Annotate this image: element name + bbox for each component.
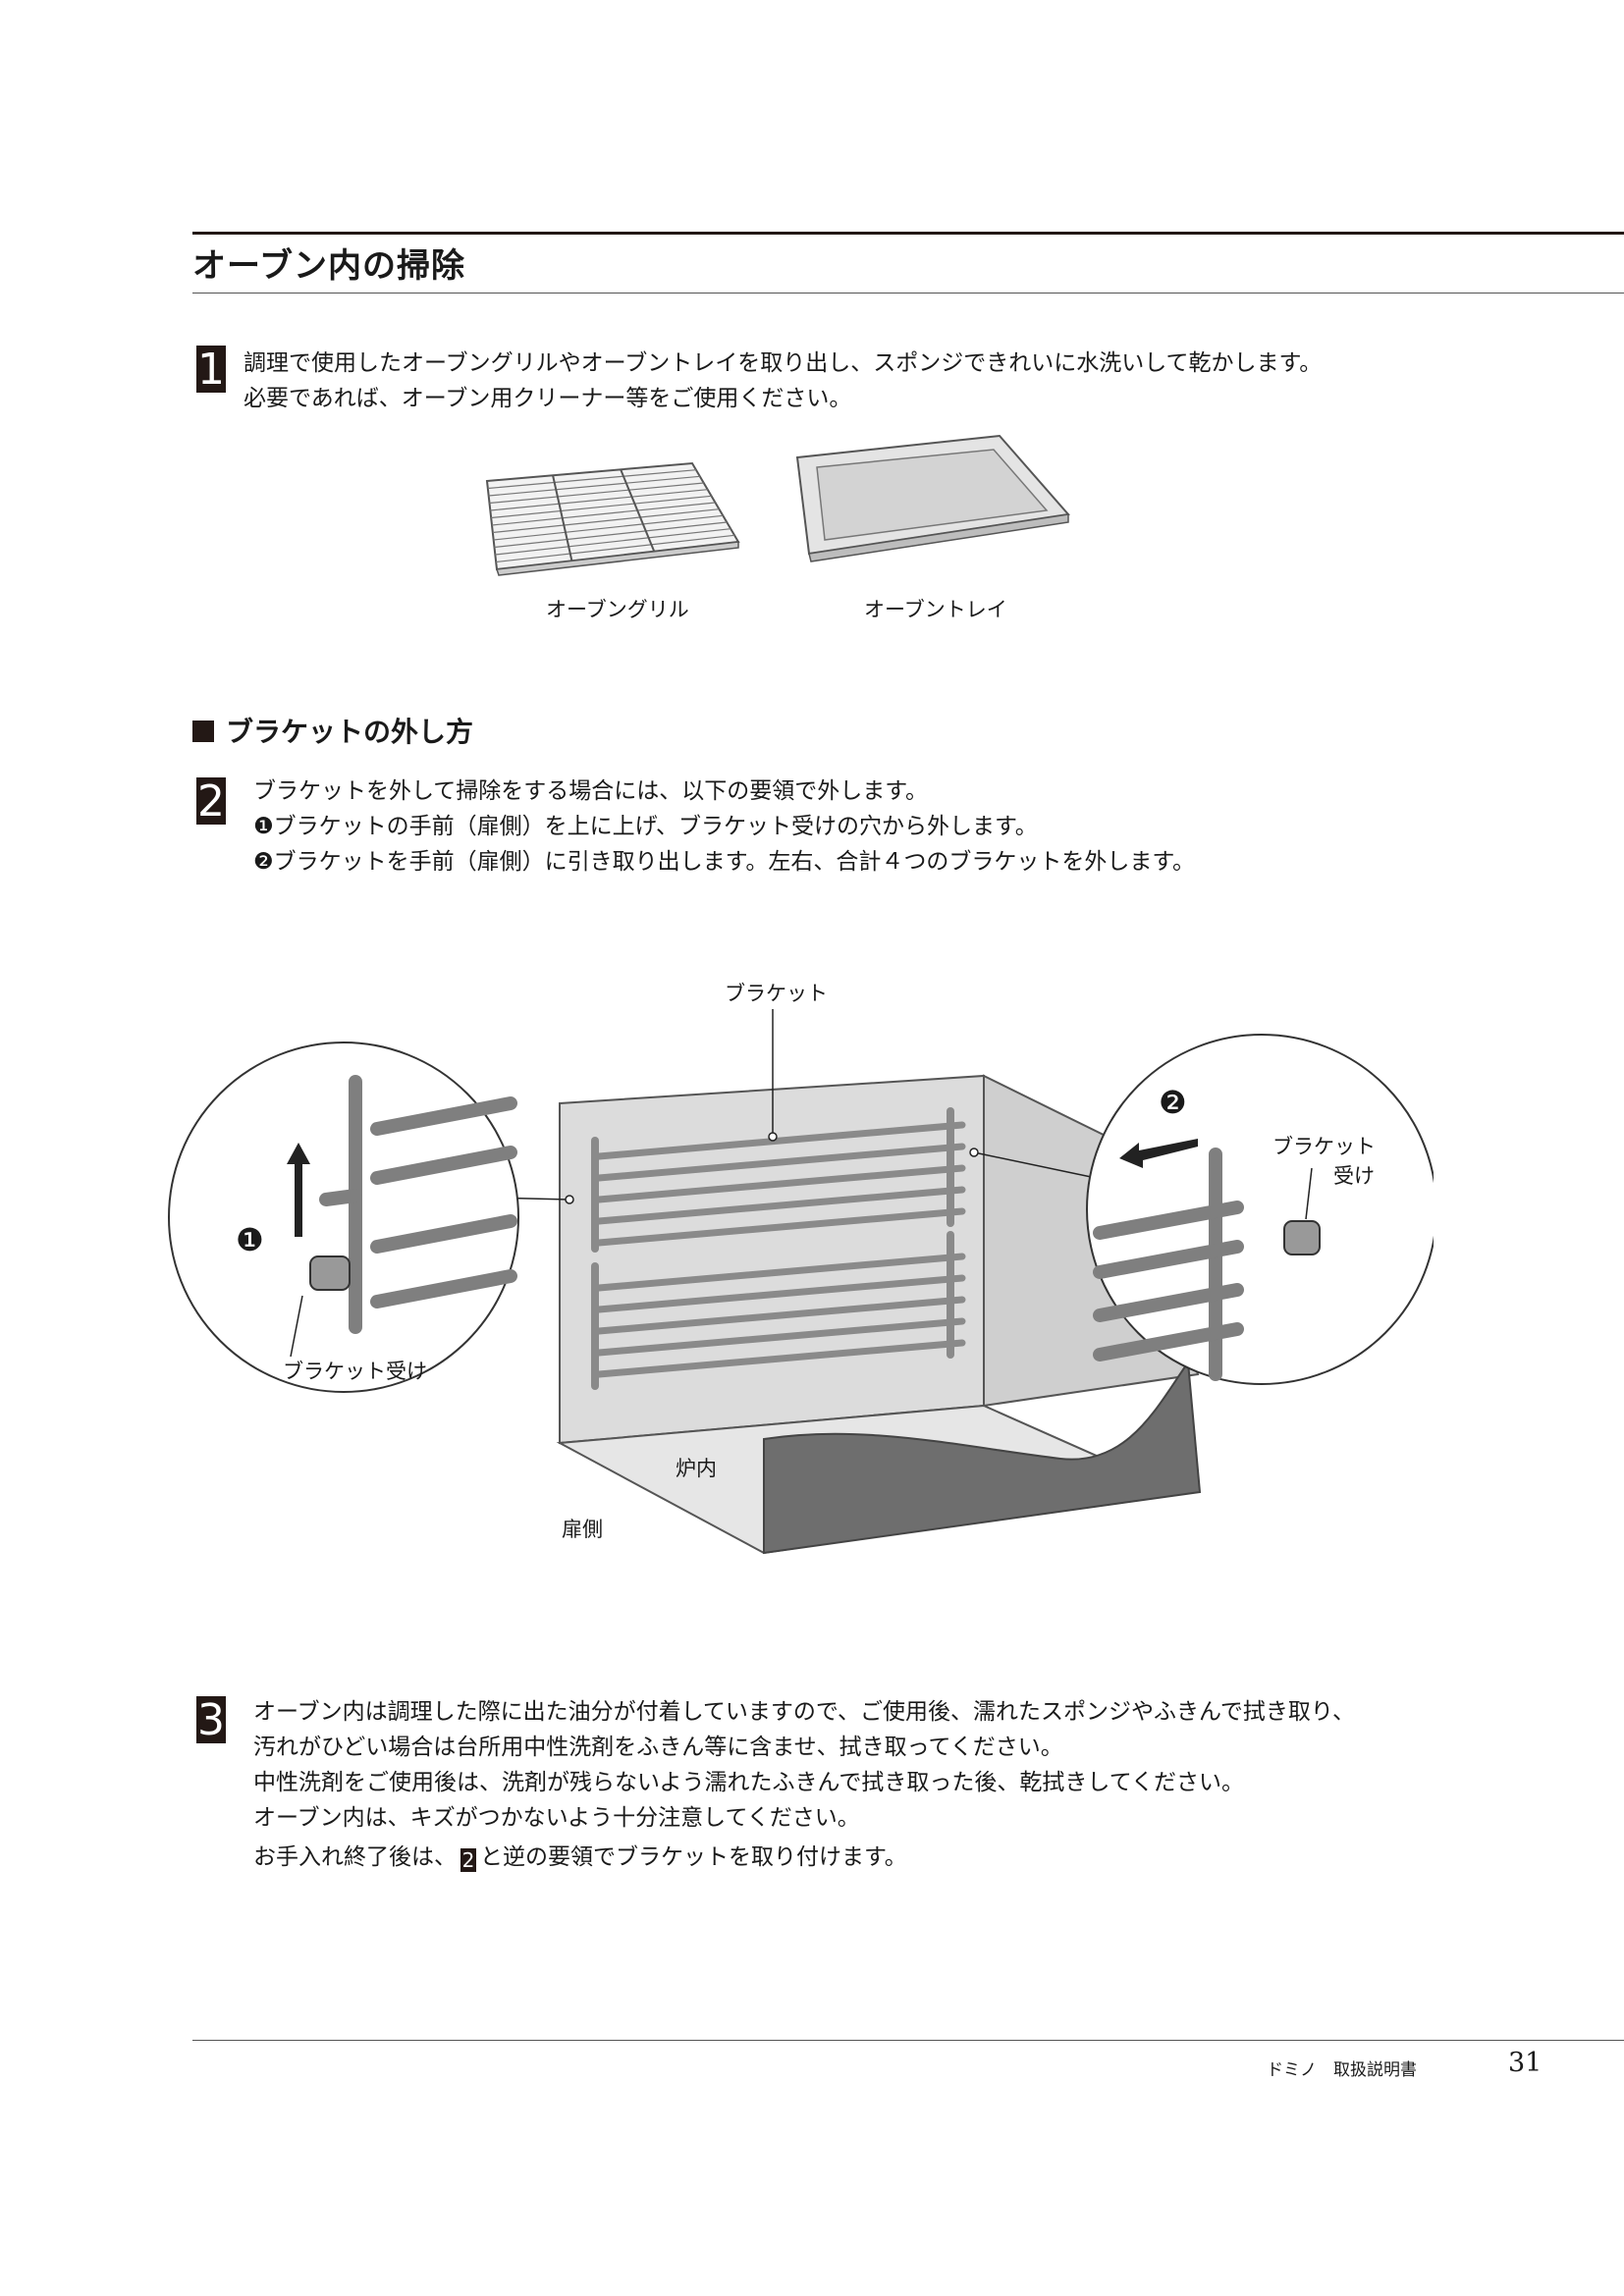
step1-line-1: 調理で使用したオーブングリルやオーブントレイを取り出し、スポンジできれいに水洗い… — [244, 350, 1323, 376]
subsection-title: ブラケットの外し方 — [192, 711, 473, 750]
oven-interior-diagram — [168, 1009, 1434, 1555]
square-bullet-icon — [192, 721, 214, 742]
step2-line-2: ❶ブラケットの手前（扉側）を上に上げ、ブラケット受けの穴から外します。 — [253, 814, 1038, 839]
left-detail-circle — [168, 1041, 519, 1393]
grill-wire — [495, 528, 731, 556]
step3-line-2: 汚れがひどい場合は台所用中性洗剤をふきん等に含ませ、拭き取ってください。 — [253, 1735, 1063, 1760]
step3-last-suffix: と逆の要領でブラケットを取り付けます。 — [480, 1844, 907, 1870]
grill-wire — [496, 534, 735, 563]
footer-rule — [192, 2040, 1624, 2041]
door-side-label: 扉側 — [562, 1518, 603, 1541]
grill-wire — [488, 475, 700, 497]
step-ref-badge: 2 — [460, 1848, 476, 1872]
step2-line-3: ❷ブラケットを手前（扉側）に引き取り出します。左右、合計４つのブラケットを外しま… — [253, 849, 1196, 875]
right-receiver-label-2: 受け — [1333, 1164, 1375, 1188]
title-bottom-rule — [192, 293, 1624, 294]
grill-wire — [489, 482, 704, 505]
grill-wire — [490, 489, 708, 511]
step3-line-1: オーブン内は調理した際に出た油分が付着していますので、ご使用後、濡れたスポンジや… — [253, 1699, 1355, 1725]
tray-caption: オーブントレイ — [864, 598, 1007, 621]
title-top-rule — [192, 232, 1624, 235]
grill-wire — [494, 521, 728, 549]
bracket-label: ブラケット — [725, 982, 828, 1005]
step1-number: 1 — [196, 345, 226, 395]
oven-tray-illustration — [795, 434, 1070, 562]
grill-wire — [487, 469, 696, 490]
page-number: 31 — [1508, 2048, 1543, 2078]
step3-line-3: 中性洗剤をご使用後は、洗剤が残らないよう濡れたふきんで拭き取った後、乾拭きしてく… — [253, 1770, 1245, 1795]
marker-1: ❶ — [236, 1221, 264, 1258]
subsection-title-text: ブラケットの外し方 — [226, 716, 474, 748]
grill-wire — [492, 508, 720, 534]
marker-2: ❷ — [1159, 1084, 1187, 1121]
step1-line-2: 必要であれば、オーブン用クリーナー等をご使用ください。 — [244, 386, 852, 411]
right-receiver-label-1: ブラケット — [1272, 1135, 1376, 1158]
step3-number: 3 — [196, 1695, 226, 1745]
grill-wire — [493, 514, 724, 541]
inside-label: 炉内 — [676, 1457, 717, 1480]
step3-last-prefix: お手入れ終了後は、 — [253, 1844, 457, 1870]
step2-number: 2 — [196, 776, 226, 827]
right-detail-circle — [1086, 1034, 1434, 1385]
step3-line-4: オーブン内は、キズがつかないよう十分注意してください。 — [253, 1805, 860, 1831]
section-title: オーブン内の掃除 — [192, 246, 465, 286]
grill-wire — [491, 502, 716, 526]
grill-wire — [491, 495, 712, 519]
step2-line-1: ブラケットを外して掃除をする場合には、以下の要領で外します。 — [253, 778, 929, 804]
grill-caption: オーブングリル — [546, 598, 689, 621]
oven-grill-illustration — [485, 461, 740, 576]
footer-manual-title: ドミノ 取扱説明書 — [1267, 2060, 1417, 2080]
left-receiver-label: ブラケット受け — [283, 1360, 427, 1383]
